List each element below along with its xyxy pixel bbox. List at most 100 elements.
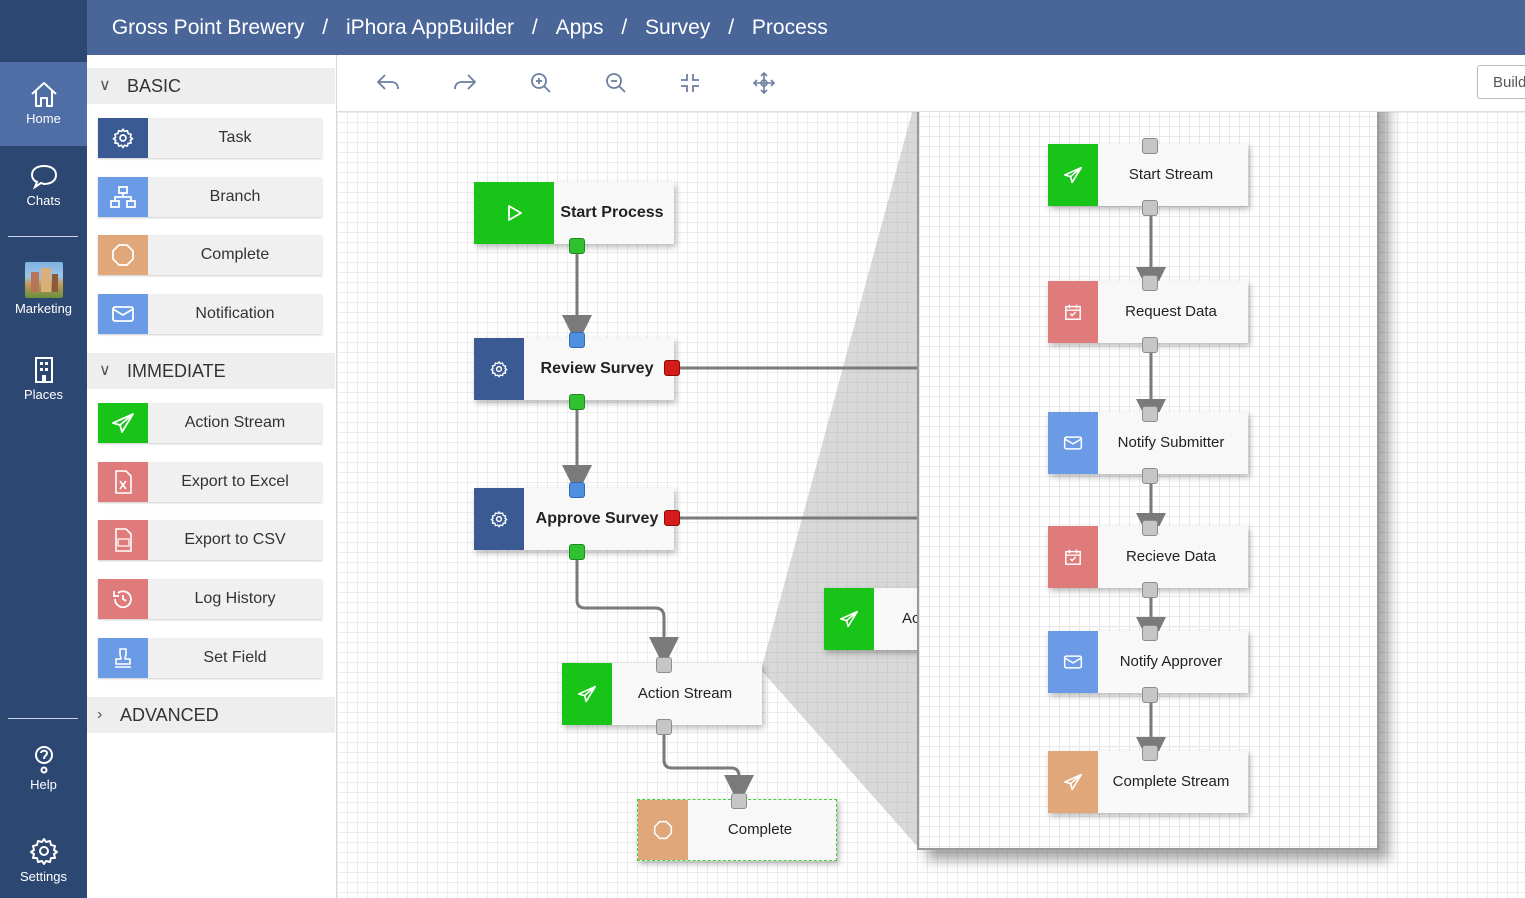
node-label: Notify Approver [1119,653,1223,670]
gear-icon [474,338,524,400]
subnode-complete-stream[interactable]: Complete Stream [1048,745,1248,813]
output-port[interactable] [1142,337,1158,353]
input-port[interactable] [1142,406,1158,422]
palette-item-label: Task [218,129,252,146]
breadcrumb-item[interactable]: Gross Point Brewery [111,16,305,39]
breadcrumb-item[interactable]: Apps [555,16,604,39]
input-port[interactable] [569,482,585,498]
palette-item-label: Export to CSV [184,531,286,548]
breadcrumb-separator: / [621,16,628,39]
input-port[interactable] [656,657,672,673]
palette-item-task[interactable]: Task [98,118,322,158]
undo-button[interactable] [374,69,402,97]
section-immediate-header[interactable]: ∨ IMMEDIATE [87,353,335,389]
paper-plane-icon [824,588,874,650]
palette-item-set-field[interactable]: Set Field [98,638,322,678]
gear-icon [474,488,524,550]
palette-item-notification[interactable]: Notification [98,294,322,334]
input-port[interactable] [569,332,585,348]
section-advanced-header[interactable]: › ADVANCED [87,697,335,733]
calendar-check-icon [1048,526,1098,588]
breadcrumb-item[interactable]: Survey [645,16,711,39]
palette-item-branch[interactable]: Branch [98,177,322,217]
output-port[interactable] [569,544,585,560]
nav-label-places: Places [23,387,64,402]
nav-item-settings[interactable]: Settings [0,834,87,898]
output-port[interactable] [1142,200,1158,216]
nav-item-chats[interactable]: Chats [0,162,87,222]
node-action-stream[interactable]: Action Stream [562,657,762,735]
octagon-icon [98,235,148,275]
palette-item-label: Log History [194,590,276,607]
palette-item-complete[interactable]: Complete [98,235,322,275]
nav-item-marketing[interactable]: Marketing [0,262,87,322]
section-basic-header[interactable]: ∨ BASIC [87,68,335,104]
nav-label-home: Home [26,111,61,126]
node-action-stream-partial[interactable]: Ac [824,588,924,650]
nav-divider [8,718,78,719]
paper-plane-icon [562,663,612,725]
nav-item-help[interactable]: Help [0,744,87,799]
zoom-projection [761,112,917,846]
zoom-in-button[interactable] [527,69,555,97]
palette-item-label: Complete [200,246,270,263]
pan-button[interactable] [750,69,778,97]
marketing-thumbnail [24,262,63,298]
section-title: BASIC [127,76,182,96]
reject-port[interactable] [664,360,680,376]
envelope-icon [1048,412,1098,474]
palette-item-label: Branch [209,188,261,205]
input-port[interactable] [1142,275,1158,291]
nav-item-home[interactable]: Home [0,62,87,146]
subprocess-zoom-panel: Start Stream Request Data Notify Submitt… [917,112,1379,850]
envelope-icon [1048,631,1098,693]
output-port[interactable] [1142,687,1158,703]
output-port[interactable] [1142,582,1158,598]
octagon-icon [638,800,688,860]
palette-item-label: Action Stream [184,414,286,431]
node-review-survey[interactable]: Review Survey [474,332,680,410]
process-canvas[interactable]: Start Process Review Survey Approve Surv… [337,112,1525,898]
breadcrumb-item[interactable]: iPhora AppBuilder [345,16,515,39]
output-port[interactable] [569,394,585,410]
output-port[interactable] [569,238,585,254]
node-complete[interactable]: Complete [637,793,837,861]
node-label: Request Data [1125,303,1217,320]
node-label: Ac [902,610,920,627]
palette-item-log-history[interactable]: Log History [98,579,322,619]
play-icon [474,182,554,244]
home-icon [30,82,57,107]
subnode-recieve-data[interactable]: Recieve Data [1048,520,1248,598]
fit-button[interactable] [676,69,704,97]
palette-item-export-excel[interactable]: Export to Excel [98,462,322,502]
subnode-notify-submitter[interactable]: Notify Submitter [1048,406,1248,484]
input-port[interactable] [1142,745,1158,761]
zoom-out-button[interactable] [602,69,630,97]
canvas-toolbar: Build [337,55,1525,112]
nav-item-places[interactable]: Places [0,356,87,406]
node-label: Action Stream [637,685,733,702]
node-label: Start Stream [1128,166,1214,183]
node-start-process[interactable]: Start Process [474,182,674,254]
input-port[interactable] [1142,520,1158,536]
palette-item-action-stream[interactable]: Action Stream [98,403,322,443]
reject-port[interactable] [664,510,680,526]
nav-label-chats: Chats [26,193,61,208]
building-icon [34,357,53,383]
redo-button[interactable] [451,69,479,97]
output-port[interactable] [656,719,672,735]
input-port[interactable] [1142,625,1158,641]
subnode-notify-approver[interactable]: Notify Approver [1048,625,1248,703]
zoom-out-icon [606,73,626,93]
breadcrumb-separator: / [728,16,735,39]
input-port[interactable] [731,793,747,809]
palette-item-export-csv[interactable]: Export to CSV [98,520,322,560]
output-port[interactable] [1142,468,1158,484]
node-approve-survey[interactable]: Approve Survey [474,482,680,560]
subnode-start-stream[interactable]: Start Stream [1048,138,1248,216]
pan-icon [752,71,776,95]
build-button[interactable]: Build [1477,65,1525,99]
node-label: Review Survey [540,360,654,377]
subnode-request-data[interactable]: Request Data [1048,275,1248,353]
input-port[interactable] [1142,138,1158,154]
